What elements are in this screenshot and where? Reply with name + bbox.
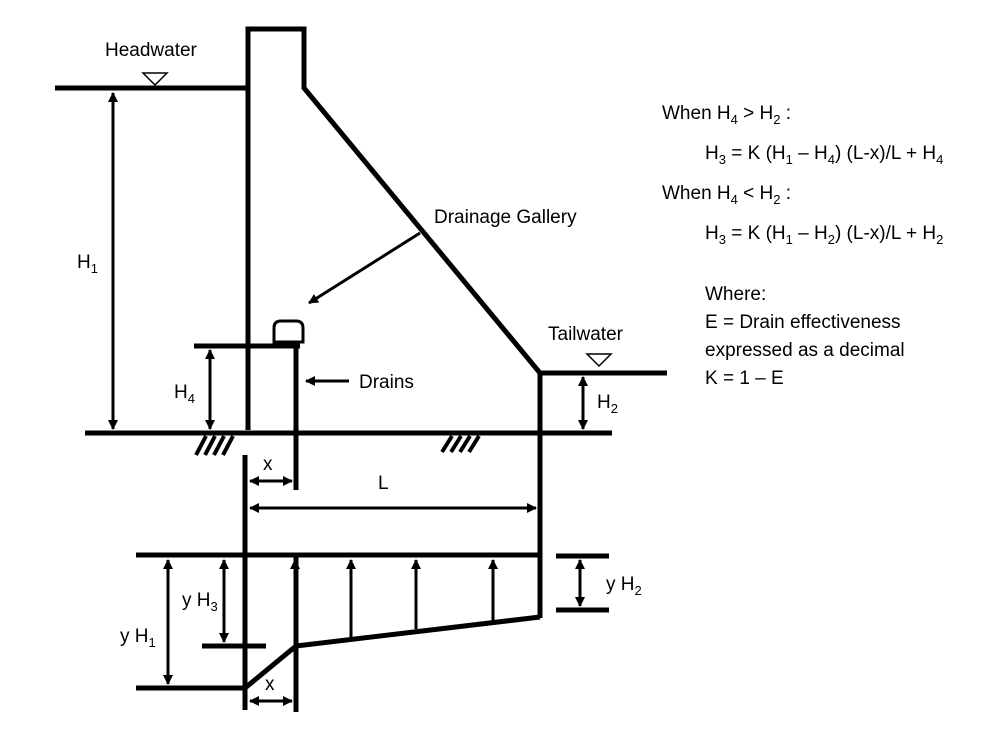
l-label: L xyxy=(378,473,389,494)
yh2-label: y H2 xyxy=(606,574,642,598)
drainage-gallery-label: Drainage Gallery xyxy=(434,207,577,228)
dam-outline xyxy=(245,26,543,432)
where-text: Where: xyxy=(705,284,766,305)
x-bottom-label: x xyxy=(265,674,275,695)
h2-label: H2 xyxy=(597,392,618,416)
x-top-label: x xyxy=(263,454,273,475)
eq2-text: H3 = K (H1 – H2) (L-x)/L + H2 xyxy=(705,223,943,247)
def-e2-text: expressed as a decimal xyxy=(705,340,905,361)
h4-label: H4 xyxy=(174,382,195,406)
ground-hatch-icon xyxy=(194,435,235,456)
def-e-text: E = Drain effectiveness xyxy=(705,312,901,333)
h1-label: H1 xyxy=(77,252,98,276)
headwater-label: Headwater xyxy=(105,40,198,61)
tailwater-label: Tailwater xyxy=(548,324,624,345)
ground-hatch-icon xyxy=(440,434,481,454)
headwater-triangle-icon xyxy=(141,72,169,87)
def-k-text: K = 1 – E xyxy=(705,368,784,389)
drainage-gallery-arrow xyxy=(308,231,421,305)
drainage-gallery-icon xyxy=(272,319,305,344)
yh1-label: y H1 xyxy=(120,626,156,650)
tailwater-triangle-icon xyxy=(585,353,613,368)
yh3-label: y H3 xyxy=(182,590,218,614)
uplift-pressure-profile xyxy=(136,614,541,691)
uplift-arrows xyxy=(290,559,498,644)
drains-label: Drains xyxy=(359,372,414,393)
case2-text: When H4 < H2 : xyxy=(662,183,791,207)
eq1-text: H3 = K (H1 – H4) (L-x)/L + H4 xyxy=(705,143,943,167)
case1-text: When H4 > H2 : xyxy=(662,103,791,127)
